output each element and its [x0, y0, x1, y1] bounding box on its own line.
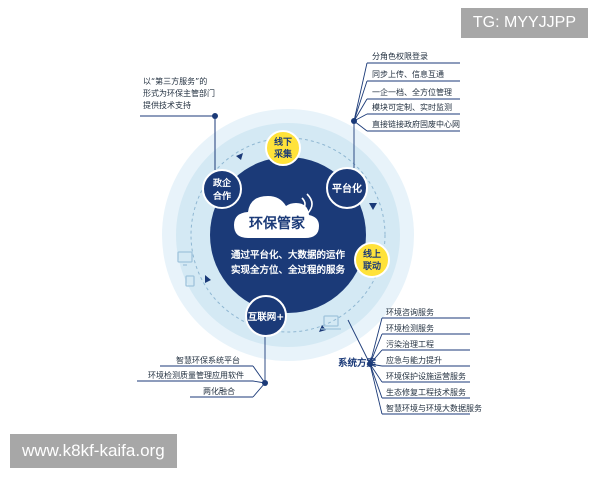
third-party-note: 以“第三方服务”的 形式为环保主管部门 提供技术支持 — [143, 77, 215, 110]
site-badge[interactable]: www.k8kf-kaifa.org — [10, 434, 177, 468]
list-item: 环境保护设施运营服务 — [386, 372, 466, 381]
node-offline — [265, 130, 301, 166]
center-desc-line2: 实现全方位、全过程的服务 — [231, 264, 346, 276]
list-item: 应急与能力提升 — [386, 356, 442, 365]
node-online-line2: 联动 — [363, 260, 381, 272]
connector-bottomright — [347, 317, 470, 415]
list-item: 环境检测质量管理应用软件 — [148, 371, 244, 380]
arrow-icon — [205, 275, 211, 283]
list-item: 污染治理工程 — [386, 340, 434, 349]
list-item: 两化融合 — [203, 387, 235, 396]
connector-dot — [367, 361, 373, 367]
node-platform — [326, 167, 368, 209]
node-internet-label: 互联网+ — [248, 311, 284, 323]
node-online — [354, 242, 390, 278]
list-item: 模块可定制、实时监测 — [372, 103, 452, 112]
tg-badge: TG: MYYJJPP — [460, 8, 588, 38]
node-online-line1: 线上 — [363, 248, 381, 260]
top-right-list: 分角色权限登录 同步上传、信息互通 一企一档、全方位管理 模块可定制、实时监测 … — [372, 52, 492, 142]
list-item: 直接链接政府固废中心网 — [372, 120, 460, 129]
list-item: 环境检测服务 — [386, 324, 434, 333]
list-item: 生态修复工程技术服务 — [386, 388, 466, 397]
arrow-icon — [369, 203, 377, 210]
list-item: 智慧环境与环境大数据服务 — [386, 404, 482, 413]
wifi-icon — [301, 193, 313, 215]
list-item: 环境咨询服务 — [386, 308, 434, 317]
node-gov-line2: 合作 — [213, 190, 231, 202]
node-gov-line1: 政企 — [213, 177, 232, 189]
list-item: 分角色权限登录 — [372, 52, 428, 61]
connector-dot — [351, 118, 357, 124]
node-offline-line1: 线下 — [274, 136, 292, 148]
list-item: 一企一档、全方位管理 — [372, 88, 452, 97]
monitor-icon — [177, 251, 193, 266]
list-item: 同步上传、信息互通 — [372, 70, 444, 79]
arrow-icon — [236, 153, 243, 160]
connector-topleft — [140, 115, 216, 170]
node-platform-label: 平台化 — [332, 182, 362, 195]
node-internet — [245, 295, 287, 337]
list-item: 智慧环保系统平台 — [176, 356, 240, 365]
bottom-right-list: 环境咨询服务 环境检测服务 污染治理工程 应急与能力提升 环境保护设施运营服务 … — [386, 308, 496, 420]
system-label: 系统方案 — [338, 357, 377, 369]
node-offline-line2: 采集 — [273, 148, 293, 160]
connector-dot — [262, 380, 268, 386]
center-desc-line1: 通过平台化、大数据的运作 — [231, 249, 346, 261]
connector-dot — [212, 113, 218, 119]
cloud-icon — [234, 196, 319, 238]
center-title: 环保管家 — [249, 215, 306, 232]
server-icon — [185, 275, 195, 287]
laptop-icon — [321, 315, 341, 330]
node-gov — [202, 169, 242, 209]
